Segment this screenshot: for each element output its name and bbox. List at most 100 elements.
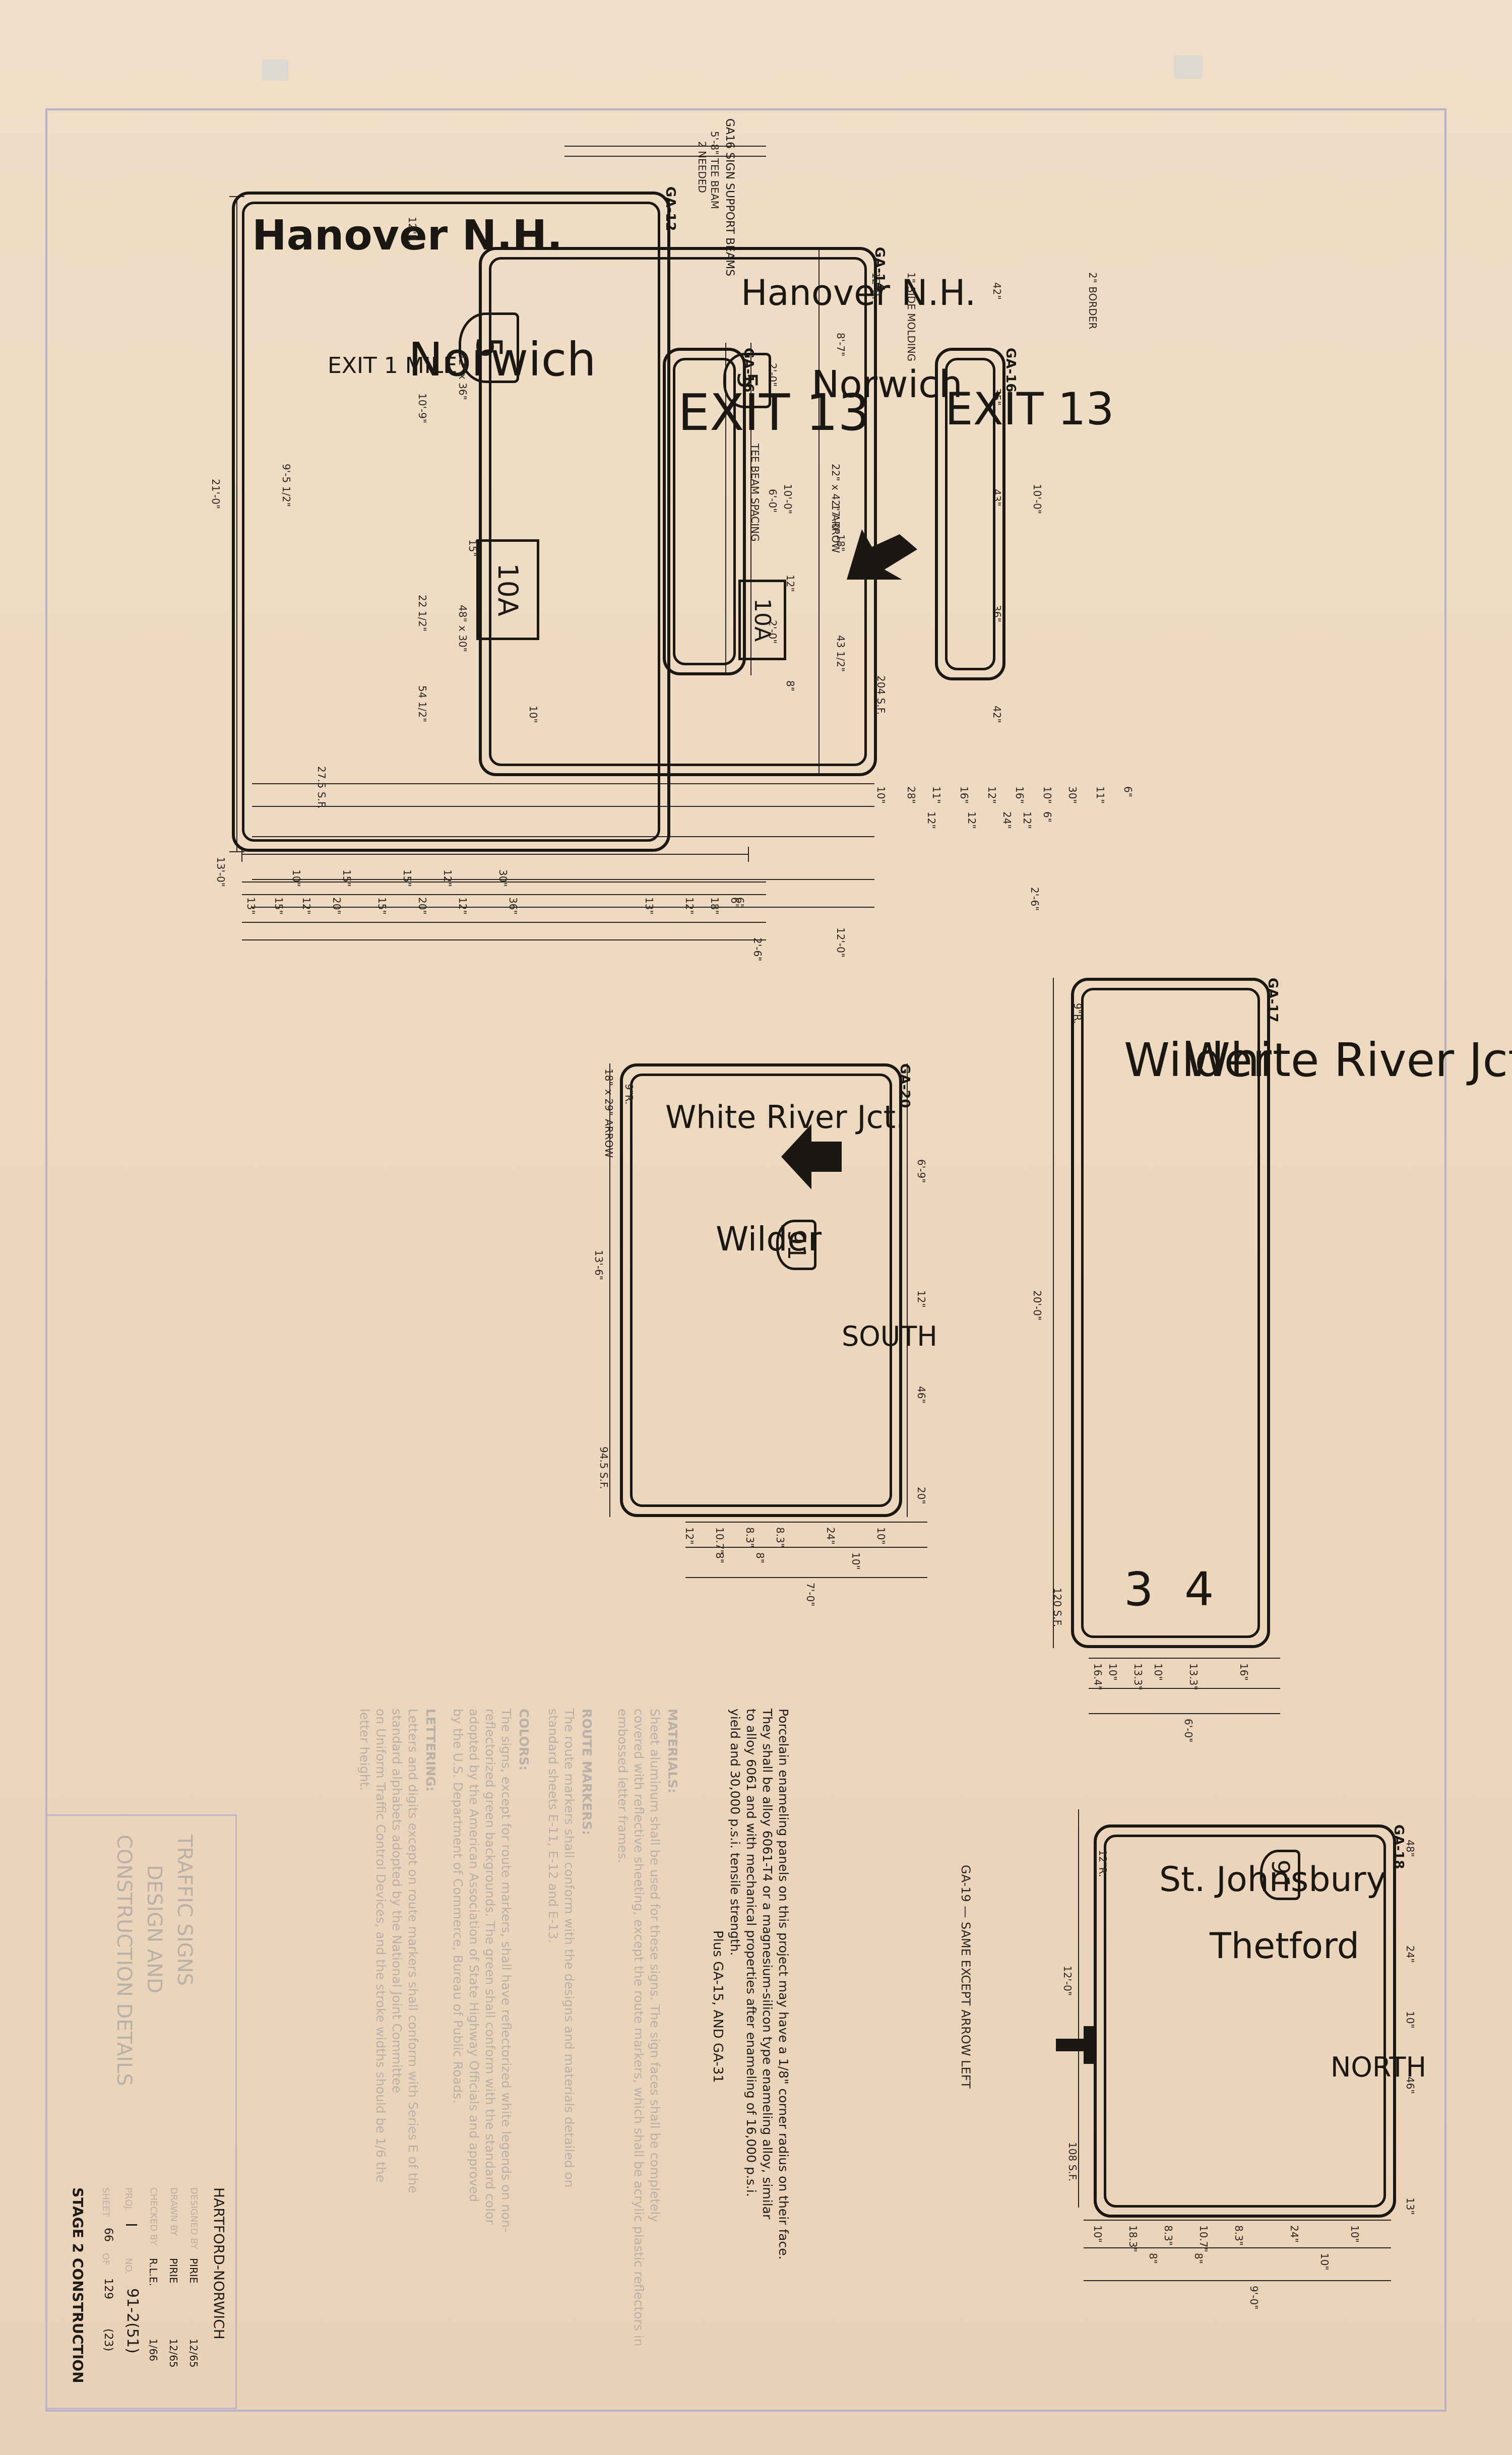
sign-ga17-width: 20'-0": [1031, 1290, 1043, 1321]
sign-ga14-border: 2" BORDER: [1087, 272, 1099, 330]
drawn-date: 12/65: [167, 2339, 179, 2368]
sign-ga12-tab-size: 48" x 30": [457, 605, 469, 652]
ga18-dim-v-4: 13": [1404, 2197, 1416, 2215]
ga18-dim-v-3: 46": [1404, 2076, 1416, 2094]
ga16b-dim-h-0: 12": [1021, 811, 1033, 829]
ga14-dim-h-9: 6": [1122, 786, 1134, 797]
drawn-by: PIRIE: [167, 2258, 179, 2284]
ga12-dim-h-4: 15": [376, 897, 388, 915]
proj-no-2: (23): [102, 2328, 114, 2352]
tape-mark-right: [1174, 55, 1203, 79]
title-block-stage: STAGE 2 CONSTRUCTION: [70, 2187, 86, 2383]
sign-ga17-num1: 3: [1124, 1562, 1154, 1616]
ga14-dim-h-2: 11": [930, 786, 942, 804]
sign-ga18-line1: Thetford: [1210, 1925, 1360, 1967]
sign-ga14: [479, 247, 877, 776]
ga17-dim-h-0: 16.4": [1092, 1663, 1104, 1690]
ga14-dim-h-5: 16": [1014, 786, 1026, 804]
sign-ga16b-text: EXIT 13: [945, 383, 1114, 435]
sign-ga16a-height: 2'-6": [751, 937, 764, 962]
ga20-dim-h2-1: 8": [754, 1552, 766, 1563]
sign-ga17-id: GA-17: [1265, 978, 1280, 1023]
sign-ga20-route: 91: [782, 1229, 810, 1261]
checked-label: CHECKED BY: [148, 2187, 159, 2246]
sign-ga17-num2: 4: [1184, 1562, 1214, 1616]
ga12-dim-h-1: 15": [273, 897, 285, 915]
ga18-dim-h-2: 8.3": [1162, 2225, 1174, 2246]
ga12-dim-inner-0: 10": [290, 869, 302, 887]
ga18-dim-v-0: 48": [1404, 1840, 1416, 1857]
ga20-dim-h-4: 24": [825, 1527, 837, 1545]
ga16a-dim-h-2: 6": [729, 897, 741, 908]
materials-title: MATERIALS:: [665, 1709, 680, 1794]
sign-ga18-route: 91: [1266, 1859, 1294, 1891]
sheet-label: SHEET: [100, 2187, 111, 2217]
ga16a-dim-h-0: 12": [683, 897, 696, 915]
sign-ga14-tab-text: 10A: [749, 598, 775, 642]
designed-by: PIRIE: [187, 2258, 200, 2284]
sign-ga17-radius: 9"R.: [1072, 1003, 1084, 1024]
title-block-project: HARTFORD-NORWICH: [211, 2187, 227, 2340]
sign-ga14-line2: Hanover N.H.: [741, 272, 976, 313]
sign-ga20-arrow: 18" x 29" ARROW: [603, 1068, 615, 1158]
ga16a-dim-h-1: 18": [709, 897, 721, 915]
ga18-dim-h2-1: 8": [1192, 2253, 1205, 2264]
proj-no: 91-2(51): [123, 2288, 141, 2354]
ga18-dim-h-5: 24": [1288, 2225, 1300, 2243]
sign-ga20-area: 94.5 S.F.: [598, 1446, 610, 1489]
ga17-dim-h-3: 16": [1238, 1663, 1250, 1681]
ga12-dim-inner-2: 15": [401, 869, 413, 887]
sign-ga14-height: 12'-0": [835, 927, 847, 958]
ga14-dim-h-4: 12": [986, 786, 998, 804]
ga12-text-length-4: 15": [467, 539, 479, 557]
ga16b-dim-h-1: 6": [1041, 811, 1053, 823]
plus-note: Plus GA-15, AND GA-31: [710, 1930, 725, 2083]
drawn-label: DRAWN BY: [168, 2187, 179, 2236]
sign-ga20-height: 7'-0": [804, 1583, 816, 1607]
ga14-dim-h-1: 28": [905, 786, 917, 804]
lettering-title: LETTERING:: [423, 1709, 438, 1792]
ga20-dim-v-1: 12": [915, 1290, 927, 1308]
sign-ga18-width: 12'-0": [1061, 1966, 1074, 1996]
sign-ga20-radius: 9"R.: [623, 1084, 635, 1105]
title-block-title-3: CONSTRUCTION DETAILS: [112, 1835, 136, 2086]
ga14-text-length-3: 12": [784, 575, 796, 592]
ga17-dim-h2-0: 10": [1107, 1663, 1119, 1681]
ga12-text-length-1: 22 1/2": [416, 595, 428, 632]
sign-ga20-direction: SOUTH: [842, 1320, 937, 1352]
ga20-dim-h-0: 12": [683, 1527, 696, 1545]
ga14-text-length-1: 18": [835, 534, 847, 552]
ga20-dim-h-5: 10": [875, 1527, 887, 1545]
sign-ga14-route-shield: 5: [723, 353, 771, 408]
ga14-dim-h-3: 16": [958, 786, 970, 804]
ga20-dim-h-2: 8.3": [744, 1527, 756, 1548]
ga18-dim-h2-2: 10": [1318, 2253, 1331, 2271]
ga14-dim-h-0: 10": [875, 786, 887, 804]
support-beam: 5'-8" TEE BEAM: [709, 131, 721, 209]
ga20-dim-v-3: 20": [915, 1487, 927, 1504]
ga12-dim-h-0: 13": [245, 897, 257, 915]
sign-ga18-route-shield: 91: [1260, 1850, 1300, 1900]
ga12-dim-inner-1: 15": [341, 869, 353, 887]
sign-ga12-id: GA-12: [663, 186, 678, 231]
sheet-border: [45, 108, 1446, 2412]
colors-title: COLORS:: [517, 1709, 531, 1771]
sign-ga18-radius: 12"R.: [1097, 1850, 1109, 1877]
proj-label: PROJ.: [123, 2187, 134, 2212]
sign-ga12-area: 27.5 S.F.: [316, 766, 328, 809]
porcelain-note: Porcelain enameling panels on this proje…: [728, 1709, 791, 2260]
ga12-dim-h-2: 12": [300, 897, 312, 915]
checked-by: R.L.E.: [147, 2258, 159, 2287]
ga17-dim-h-2: 13.3": [1187, 1663, 1200, 1690]
ga18-dim-h-0: 10": [1092, 2225, 1104, 2243]
ga12-dim-h-5: 20": [416, 897, 428, 915]
lettering-note: Letters and digits except on route marke…: [357, 1709, 420, 2193]
checked-date: 1/66: [147, 2339, 159, 2361]
sign-ga12-radius: 12"R.: [406, 217, 418, 244]
sign-ga14-side-molding: 1" SIDE MOLDING: [905, 272, 917, 362]
sign-ga12-width: 21'-0": [210, 479, 222, 510]
ga14-dim-h2-2: 24": [1001, 811, 1013, 829]
ga18-dim-h2-0: 8": [1147, 2253, 1159, 2264]
